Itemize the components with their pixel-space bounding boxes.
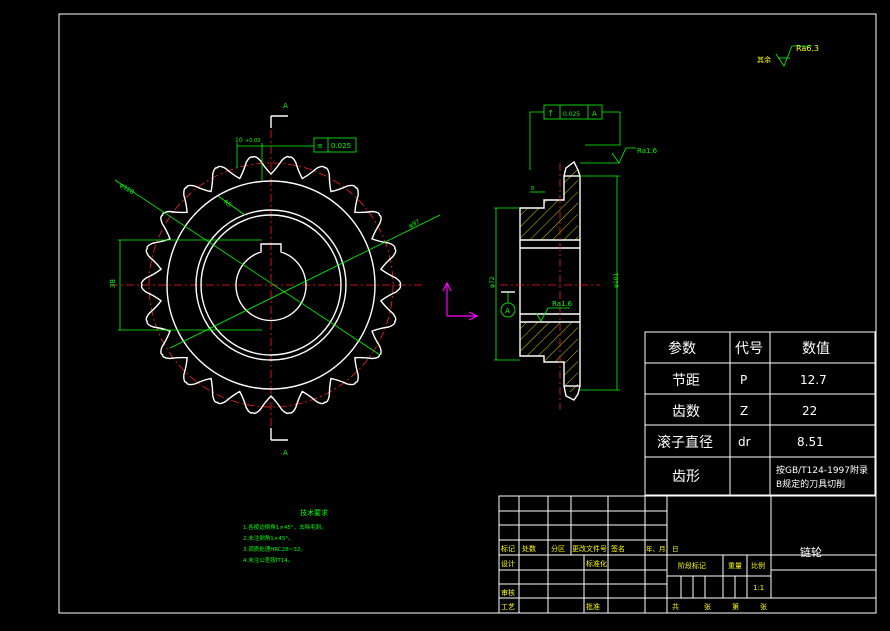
tb-label: 工艺 [501,603,515,611]
svg-text:8: 8 [531,186,534,192]
param-header-code: 代号 [735,341,763,357]
param-row-value: 8.51 [797,435,824,449]
svg-text:A: A [283,449,288,457]
tech-req-title: 技术要求 [300,508,328,517]
svg-text:0.025: 0.025 [331,142,351,150]
tb-label: 分区 [551,544,565,553]
svg-text:38: 38 [109,279,117,288]
tb-label: 标记 [501,544,515,553]
svg-text:≡: ≡ [317,142,323,150]
param-row-value: 12.7 [800,373,827,387]
param-row-value: B规定的刀具切削 [776,478,845,490]
tb-label: 审核 [501,588,515,597]
tb-label: 比例 [751,561,765,570]
tb-label: 阶段标记 [678,561,706,570]
tb-sheet: 张 [704,602,711,611]
svg-text:φ128: φ128 [118,182,135,196]
param-row-code: dr [738,435,751,449]
svg-text:A: A [283,102,288,110]
svg-text:Ra6.3: Ra6.3 [796,44,819,53]
param-header-value: 数值 [802,341,830,357]
svg-text:10: 10 [235,137,243,144]
roughness-note: 其余 Ra6.3 [757,44,819,67]
svg-text:其余: 其余 [757,55,771,64]
tb-label: 重量 [728,562,742,570]
tech-req-item: 4.未注公差按IT14。 [243,556,293,564]
parameter-table [644,331,876,496]
tech-req-item: 1.各棱边倒角1×45°，去除毛刺。 [243,523,327,531]
tb-label: 标准化 [586,559,607,568]
svg-text:φ101: φ101 [613,272,620,288]
sprocket-section-view: φ72 φ101 8 f 0.025 A Ra1.6 Ra1.6 A [489,104,658,410]
param-row-name: 节距 [672,373,700,389]
svg-text:A: A [592,110,597,118]
param-row-code: Z [740,404,748,418]
tb-label: 批准 [586,602,600,611]
svg-text:Ra1.6: Ra1.6 [637,147,658,155]
svg-text:φ72: φ72 [489,276,496,288]
tb-scale: 1:1 [753,584,764,592]
svg-text:0.025: 0.025 [563,111,580,118]
tb-label: 签名 [611,544,625,553]
svg-text:Ra1.6: Ra1.6 [552,300,573,308]
tech-req-item: 3.调质处理HRC28~32。 [243,545,306,553]
param-row-name: 齿数 [672,404,700,420]
svg-text:+0.03: +0.03 [245,138,260,144]
ucs-icon [442,281,479,321]
param-row-name: 齿形 [672,469,700,485]
title-block [498,495,877,614]
param-row-name: 滚子直径 [657,434,713,451]
param-row-value: 22 [802,404,817,418]
param-row-value: 按GB/T124-1997附录 [776,464,868,476]
tb-sheet: 共 [672,602,679,611]
outer-border [58,13,877,614]
param-row-code: P [740,373,747,387]
tb-label: 设计 [501,559,515,568]
svg-text:φ97: φ97 [408,218,422,230]
tb-label: 更改文件号 [572,544,607,553]
tb-sheet: 第 [732,602,739,611]
svg-text:A: A [505,307,510,315]
sprocket-front-view: A A 10 +0.03 ≡ 0.025 38 φ128 φ97 R5 [109,102,441,457]
tech-req-item: 2.未注倒角1×45°。 [243,534,294,542]
tb-label: 处数 [522,544,536,553]
tb-label: 年、月、日 [646,544,679,553]
svg-text:R5: R5 [222,199,233,209]
svg-text:f: f [549,109,552,118]
drawing-title: 链轮 [800,545,822,559]
param-header-name: 参数 [668,340,696,357]
tb-sheet: 张 [760,602,767,611]
